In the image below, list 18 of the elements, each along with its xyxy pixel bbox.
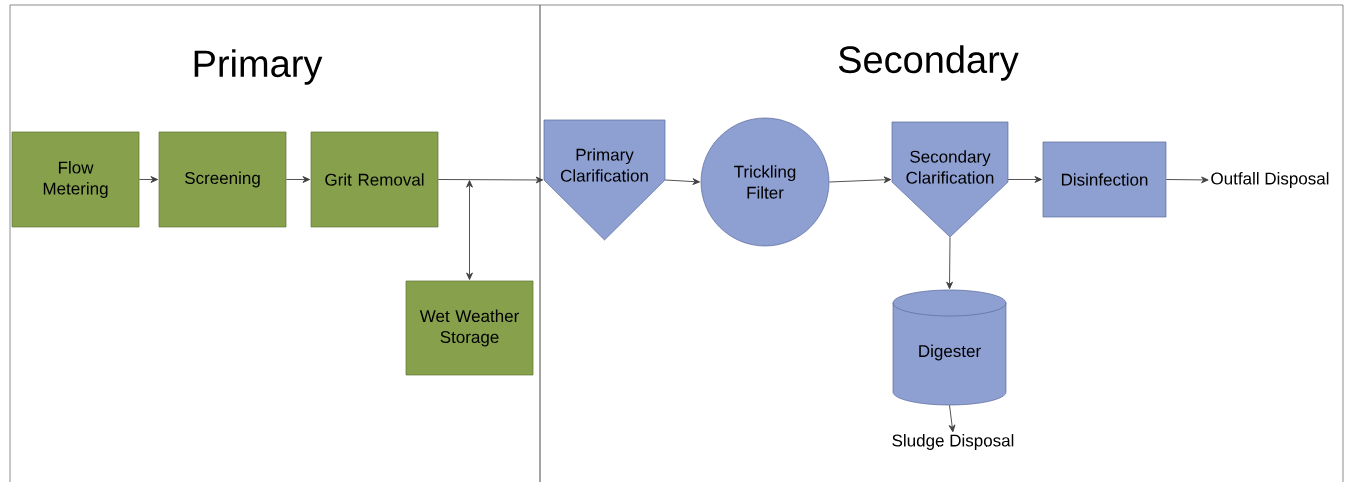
arrow [466, 180, 473, 280]
process-box: Grit Removal [310, 131, 439, 228]
arrow [437, 176, 544, 184]
process-box: Screening [158, 131, 287, 228]
process-box: Wet Weather Storage [405, 280, 534, 376]
process-box: Disinfection [1042, 141, 1167, 218]
process-box: Flow Metering [11, 131, 140, 228]
output-label: Outfall Disposal [1211, 172, 1329, 188]
arrow [828, 176, 892, 184]
output-label: Sludge Disposal [892, 434, 1014, 450]
arrow [664, 178, 700, 185]
arrow [948, 404, 956, 433]
digester-cylinder: Digester [892, 289, 1007, 406]
arrow [946, 236, 953, 290]
arrow [1007, 176, 1042, 183]
arrow [138, 176, 158, 183]
arrow [1165, 176, 1209, 184]
arrow [285, 176, 310, 183]
